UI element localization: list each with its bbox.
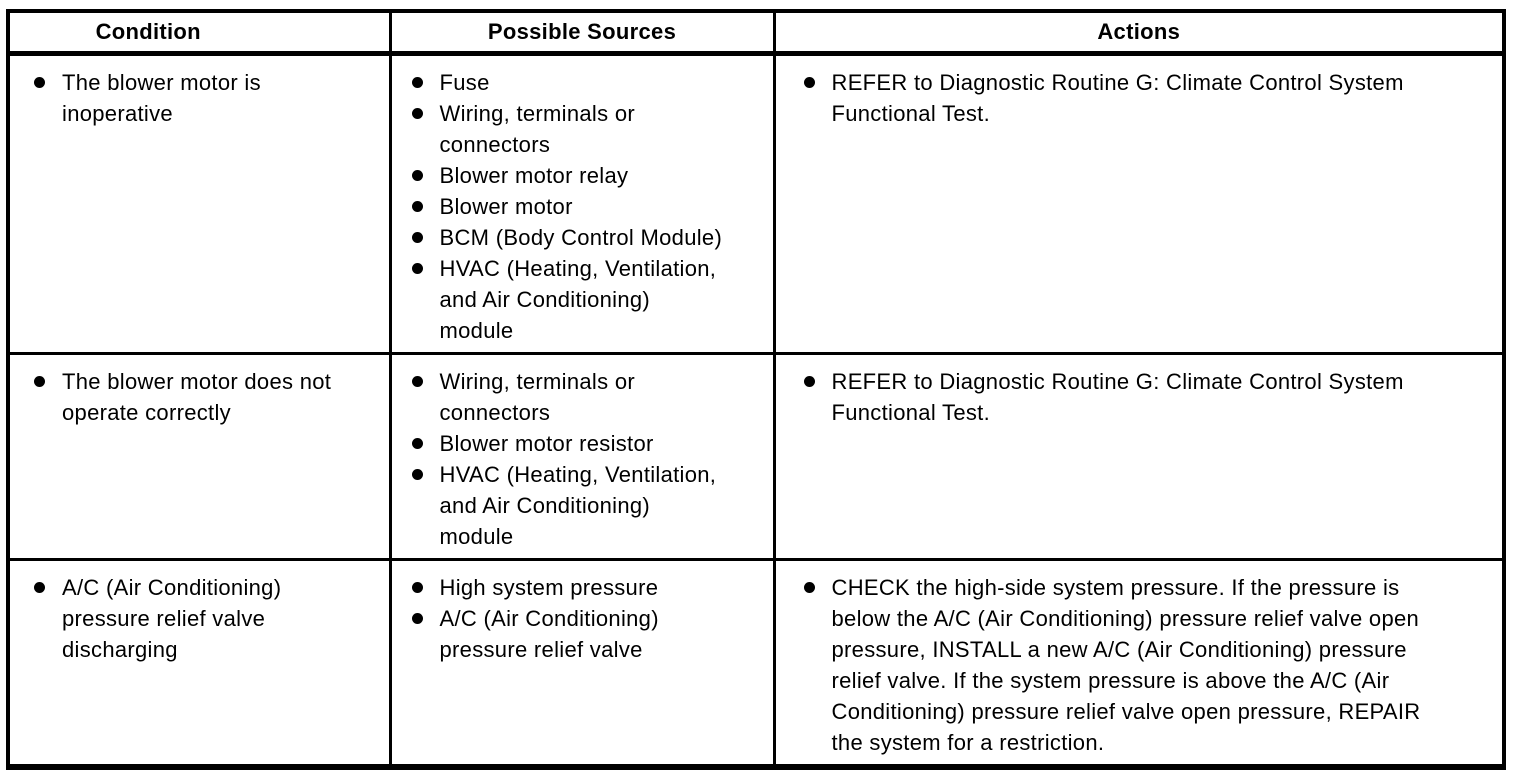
list-item: REFER to Diagnostic Routine G: Climate C… — [803, 366, 1499, 428]
possible-source-text: Blower motor relay — [439, 162, 629, 188]
possible-source-text: High system pressure — [439, 574, 659, 600]
condition-cell: A/C (Air Conditioning) pressure relief v… — [6, 557, 392, 768]
action-text: CHECK the high-side system pressure. If … — [831, 574, 1421, 755]
possible-source-text: BCM (Body Control Module) — [439, 224, 723, 250]
list-item: CHECK the high-side system pressure. If … — [803, 572, 1499, 758]
possible-source-text: HVAC (Heating, Ventilation, and Air Cond… — [439, 461, 717, 549]
condition-list: The blower motor does not operate correc… — [10, 355, 389, 434]
list-item: Fuse — [411, 67, 769, 98]
bullet-icon — [411, 437, 423, 449]
action-text: REFER to Diagnostic Routine G: Climate C… — [831, 368, 1404, 425]
bullet-icon — [411, 612, 423, 624]
bullet-icon — [34, 581, 45, 593]
column-header-actions: Actions — [772, 9, 1506, 56]
condition-text: The blower motor is inoperative — [62, 69, 261, 126]
action-text: REFER to Diagnostic Routine G: Climate C… — [831, 69, 1404, 126]
bullet-icon — [411, 262, 423, 274]
bullet-icon — [411, 375, 423, 387]
actions-cell: REFER to Diagnostic Routine G: Climate C… — [772, 51, 1506, 355]
condition-list: The blower motor is inoperative — [10, 56, 389, 135]
condition-list: A/C (Air Conditioning) pressure relief v… — [10, 561, 389, 671]
bullet-icon — [34, 76, 45, 88]
possible-source-text: Fuse — [439, 69, 490, 95]
list-item: A/C (Air Conditioning) pressure relief v… — [34, 572, 385, 665]
condition-cell: The blower motor does not operate correc… — [6, 351, 392, 561]
actions-list: REFER to Diagnostic Routine G: Climate C… — [776, 56, 1503, 135]
possible-source-text: Blower motor resistor — [439, 430, 654, 456]
possible-source-text: Wiring, terminals or connectors — [439, 368, 635, 425]
condition-text: A/C (Air Conditioning) pressure relief v… — [62, 574, 282, 662]
actions-cell: REFER to Diagnostic Routine G: Climate C… — [772, 351, 1506, 561]
bullet-icon — [411, 107, 423, 119]
table-row: A/C (Air Conditioning) pressure relief v… — [6, 557, 1506, 768]
possible-source-text: Blower motor — [439, 193, 573, 219]
condition-cell: The blower motor is inoperative — [6, 51, 392, 355]
header-row: Condition Possible Sources Actions — [6, 9, 1506, 56]
list-item: Wiring, terminals or connectors — [411, 366, 769, 428]
actions-list: REFER to Diagnostic Routine G: Climate C… — [776, 355, 1503, 434]
list-item: The blower motor does not operate correc… — [34, 366, 385, 428]
actions-cell: CHECK the high-side system pressure. If … — [772, 557, 1506, 768]
diagnostics-table: Condition Possible Sources Actions The b… — [6, 9, 1506, 770]
actions-list: CHECK the high-side system pressure. If … — [776, 561, 1503, 764]
condition-text: The blower motor does not operate correc… — [62, 368, 332, 425]
list-item: A/C (Air Conditioning) pressure relief v… — [411, 603, 769, 665]
bullet-icon — [411, 231, 423, 243]
list-item: HVAC (Heating, Ventilation, and Air Cond… — [411, 459, 769, 552]
list-item: The blower motor is inoperative — [34, 67, 385, 129]
list-item: REFER to Diagnostic Routine G: Climate C… — [803, 67, 1499, 129]
possible-source-text: Wiring, terminals or connectors — [439, 100, 635, 157]
bullet-icon — [803, 76, 815, 88]
list-item: BCM (Body Control Module) — [411, 222, 769, 253]
column-header-condition: Condition — [6, 9, 392, 56]
bullet-icon — [803, 375, 815, 387]
possible-source-text: A/C (Air Conditioning) pressure relief v… — [439, 605, 659, 662]
list-item: Blower motor resistor — [411, 428, 769, 459]
list-item: Wiring, terminals or connectors — [411, 98, 769, 160]
list-item: Blower motor — [411, 191, 769, 222]
bullet-icon — [34, 375, 45, 387]
bullet-icon — [803, 581, 815, 593]
table-row: The blower motor does not operate correc… — [6, 351, 1506, 561]
bullet-icon — [411, 200, 423, 212]
possible-source-text: HVAC (Heating, Ventilation, and Air Cond… — [439, 255, 717, 343]
list-item: High system pressure — [411, 572, 769, 603]
bullet-icon — [411, 76, 423, 88]
bullet-icon — [411, 468, 423, 480]
list-item: HVAC (Heating, Ventilation, and Air Cond… — [411, 253, 769, 346]
column-header-possible-sources: Possible Sources — [388, 9, 776, 56]
bullet-icon — [411, 169, 423, 181]
bullet-icon — [411, 581, 423, 593]
list-item: Blower motor relay — [411, 160, 769, 191]
